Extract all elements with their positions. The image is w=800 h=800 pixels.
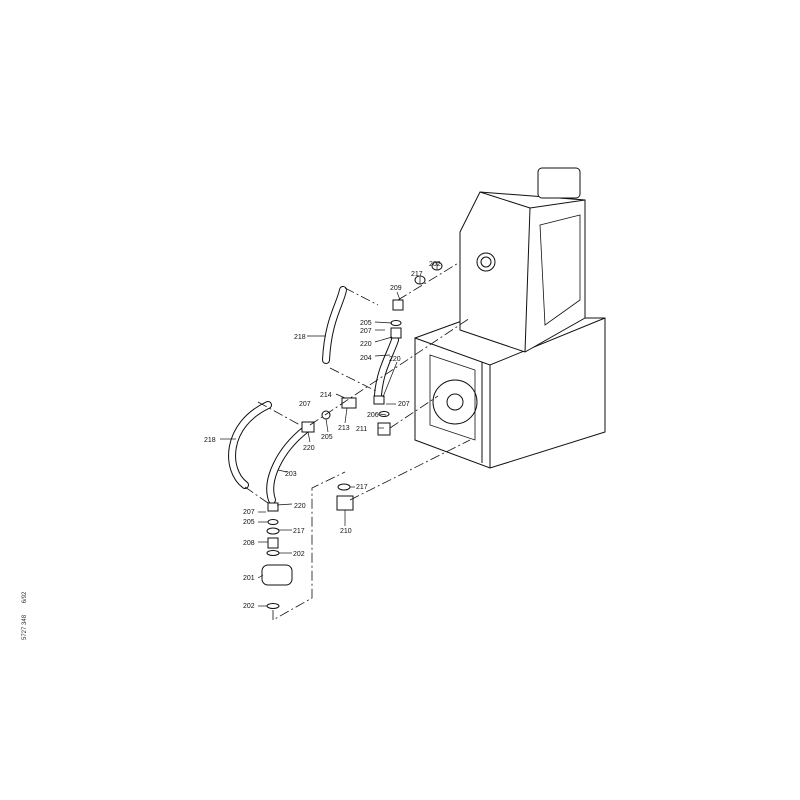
label-211: 211: [356, 426, 367, 433]
fittings: [261, 261, 443, 609]
label-217: 217: [356, 484, 368, 491]
label-217: 217: [293, 528, 305, 535]
pump: [261, 564, 293, 586]
label-220: 220: [303, 445, 315, 452]
boiler-body: [414, 317, 606, 469]
label-206: 206: [367, 412, 379, 419]
label-217: 217: [411, 271, 423, 278]
part-labels: 202 217 209 205 207 220 204 218 220 214 …: [204, 261, 441, 610]
label-205: 205: [360, 320, 372, 327]
drawing-date: 6/92: [22, 591, 28, 604]
label-207: 207: [243, 509, 255, 516]
label-208: 208: [243, 540, 255, 547]
label-207: 207: [299, 401, 311, 408]
control-cabinet: [459, 167, 586, 353]
drawing-number: 5727 348: [22, 614, 28, 640]
label-202: 202: [243, 603, 255, 610]
label-214: 214: [320, 392, 332, 399]
label-220: 220: [389, 356, 401, 363]
label-201: 201: [243, 575, 255, 582]
label-207: 207: [398, 401, 410, 408]
label-220: 220: [294, 503, 306, 510]
label-218: 218: [204, 437, 216, 444]
label-209: 209: [390, 285, 402, 292]
label-202: 202: [293, 551, 305, 558]
label-213: 213: [338, 425, 350, 432]
label-205: 205: [321, 434, 333, 441]
label-202: 202: [429, 261, 441, 268]
alignment-lines: [244, 261, 471, 621]
label-207: 207: [360, 328, 372, 335]
label-210: 210: [340, 528, 352, 535]
label-205: 205: [243, 519, 255, 526]
label-204: 204: [360, 355, 372, 362]
leader-lines: [220, 262, 438, 607]
label-218: 218: [294, 334, 306, 341]
drawing-stamp: 5727 348 6/92: [22, 582, 28, 640]
label-203: 203: [285, 471, 297, 478]
label-220: 220: [360, 341, 372, 348]
